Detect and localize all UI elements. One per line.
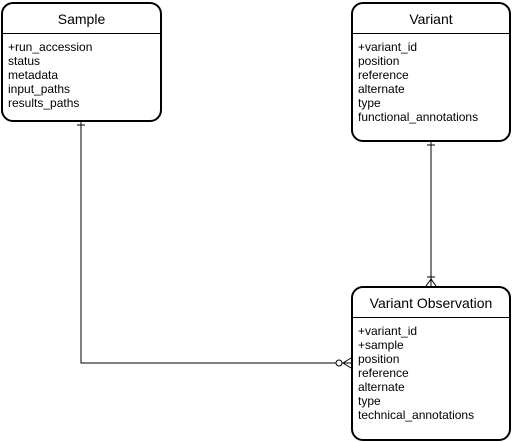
- entity-variant[interactable]: Variant +variant_id position reference a…: [351, 2, 511, 142]
- attribute: input_paths: [8, 82, 71, 96]
- entity-variant-title: Variant: [353, 4, 509, 34]
- attribute: +sample: [358, 338, 404, 352]
- variant-observation-relationship[interactable]: [425, 142, 437, 287]
- attribute: functional_annotations: [358, 110, 479, 124]
- entity-variant-observation-attributes: +variant_id +sample position reference a…: [353, 318, 509, 422]
- sample-observation-relationship[interactable]: [77, 122, 352, 369]
- observation-zero-marker: [335, 359, 343, 367]
- attribute: +variant_id: [358, 324, 418, 338]
- attribute: type: [358, 96, 381, 110]
- attribute: technical_annotations: [358, 408, 475, 422]
- observation-many-marker-upper: [342, 357, 352, 364]
- entity-variant-observation-title: Variant Observation: [353, 288, 509, 318]
- attribute: results_paths: [8, 96, 80, 110]
- entity-sample-title: Sample: [3, 4, 160, 34]
- observation-many-marker-right: [430, 278, 437, 287]
- attribute: position: [358, 54, 400, 68]
- attribute: +variant_id: [358, 40, 418, 54]
- attribute: +run_accession: [8, 40, 93, 54]
- attribute: alternate: [358, 82, 405, 96]
- attribute: position: [358, 352, 400, 366]
- attribute: metadata: [8, 68, 59, 82]
- attribute: alternate: [358, 380, 405, 394]
- entity-sample[interactable]: Sample +run_accession status metadata in…: [1, 2, 162, 122]
- sample-observation-line: [80, 122, 351, 364]
- attribute: status: [8, 54, 41, 68]
- attribute: type: [358, 394, 381, 408]
- attribute: reference: [358, 68, 409, 82]
- observation-many-marker-left: [425, 278, 432, 287]
- entity-variant-observation[interactable]: Variant Observation +variant_id +sample …: [351, 286, 511, 441]
- entity-variant-attributes: +variant_id position reference alternate…: [353, 34, 509, 124]
- attribute: reference: [358, 366, 409, 380]
- observation-many-marker-lower: [342, 362, 352, 369]
- entity-sample-attributes: +run_accession status metadata input_pat…: [3, 34, 160, 110]
